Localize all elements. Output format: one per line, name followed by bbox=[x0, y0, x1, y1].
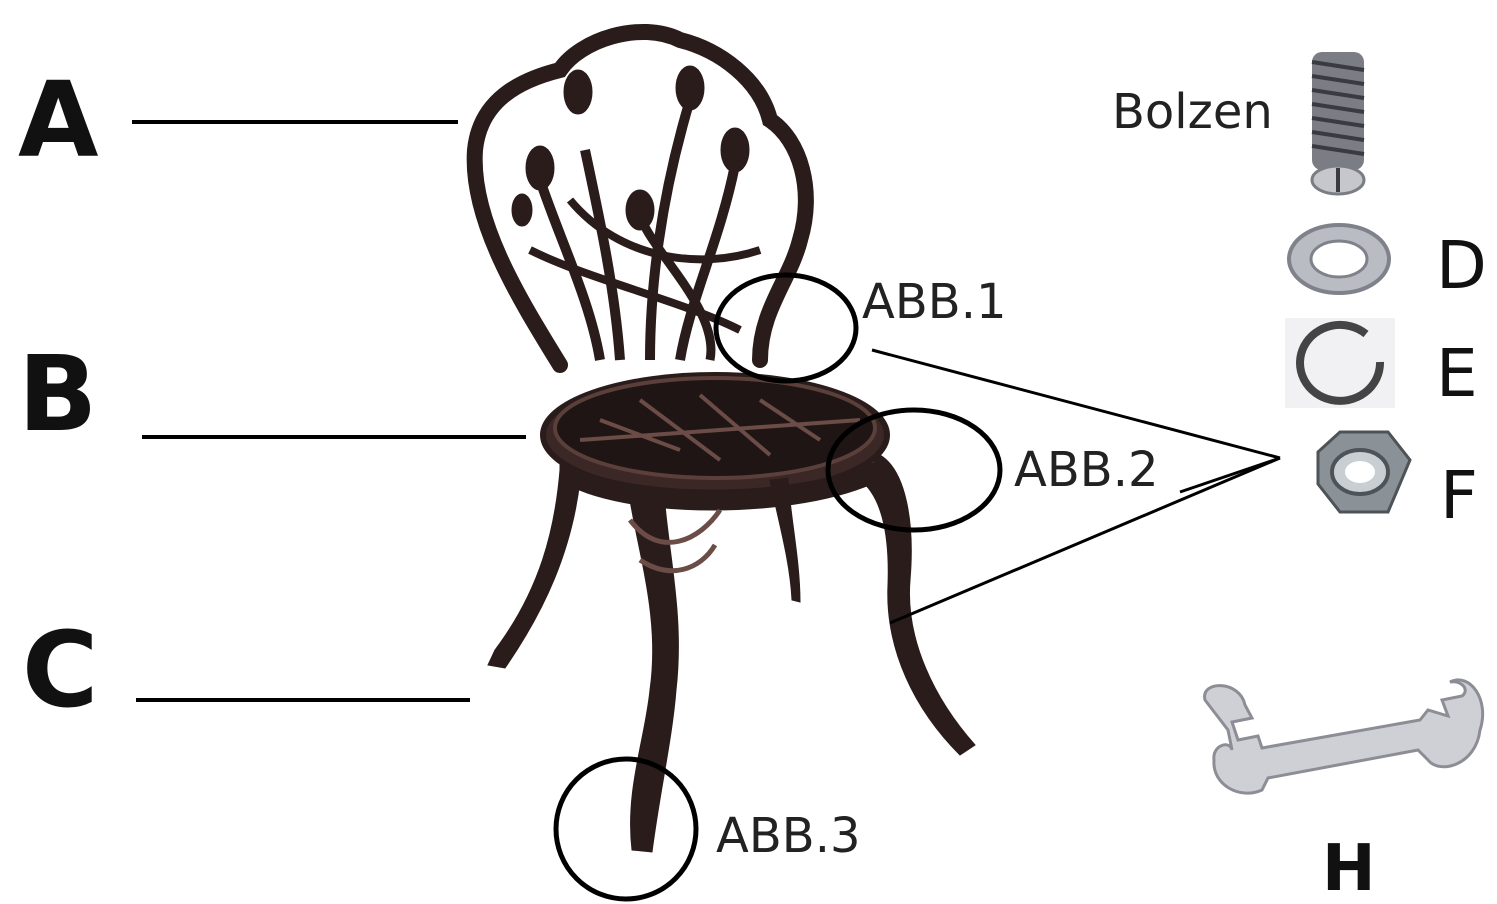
section-label-a: A bbox=[18, 59, 99, 181]
section-label-b: B bbox=[18, 333, 97, 455]
part-label-f: F bbox=[1440, 457, 1478, 534]
spring-washer-icon bbox=[1285, 318, 1395, 408]
wrench-icon bbox=[1205, 680, 1483, 793]
washer-icon bbox=[1289, 225, 1389, 293]
part-label-d: D bbox=[1436, 227, 1487, 304]
callout-label-abb2: ABB.2 bbox=[1014, 442, 1159, 498]
part-label-h: H bbox=[1322, 832, 1376, 904]
callout-label-abb3: ABB.3 bbox=[716, 808, 861, 864]
section-label-c: C bbox=[22, 609, 98, 731]
hex-nut-icon bbox=[1318, 432, 1410, 512]
chair-illustration bbox=[475, 32, 975, 852]
callout-circle-abb3 bbox=[556, 759, 696, 899]
callout-label-abb1: ABB.1 bbox=[862, 274, 1007, 330]
bolt-icon bbox=[1312, 52, 1364, 194]
part-label-bolt: Bolzen bbox=[1112, 84, 1273, 140]
part-label-e: E bbox=[1436, 335, 1478, 412]
